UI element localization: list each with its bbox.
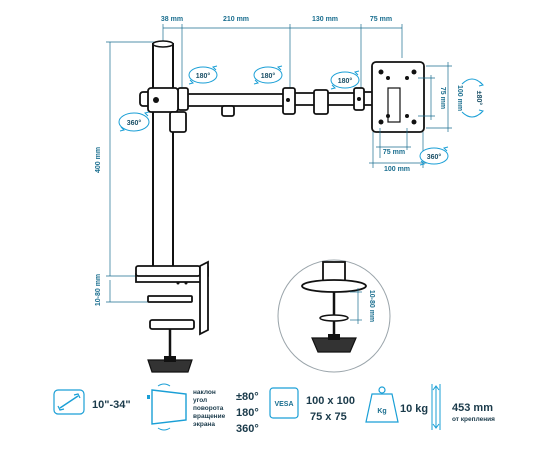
height-icon [431, 384, 441, 430]
desk-clamp [135, 260, 209, 360]
rotation-head-label: 360° [427, 153, 442, 161]
rotation-joint-1-label: 180° [196, 72, 211, 80]
tilt-badge [461, 78, 484, 118]
height-caption: от крепления [452, 416, 495, 423]
clamp-detail-view [277, 259, 391, 373]
vesa-icon [269, 387, 299, 419]
weight-badge-label: Kg [377, 408, 386, 415]
clamp-screw-marks [176, 281, 188, 285]
detail-dimension [350, 288, 362, 324]
rotation-badge-joint-1 [188, 65, 218, 85]
dim-130: 130 mm [312, 16, 338, 23]
dim-400: 400 mm [95, 147, 102, 173]
dim-210: 210 mm [223, 16, 249, 23]
dim-plate-75-w: 75 mm [383, 149, 405, 156]
plate-dimensions [369, 62, 452, 168]
rotation-badge-joint-3 [330, 70, 360, 90]
screen-size-icon [53, 389, 85, 415]
clamp-knob [147, 356, 193, 373]
dim-plate-75-h: 75 mm [439, 87, 446, 109]
dim-clamp-detail: 10-80 mm [368, 290, 375, 322]
height-value: 453 mm [452, 402, 493, 414]
vesa-value-1: 100 x 100 [306, 395, 355, 407]
rotation-badge-pole [118, 111, 150, 132]
rotation-pole-label: 360° [127, 119, 142, 127]
rotation-badge-head [419, 146, 449, 166]
motion-label-1: наклон [193, 389, 216, 396]
vesa-value-2: 75 x 75 [310, 411, 347, 423]
dim-75: 75 mm [370, 16, 392, 23]
vesa-plate [371, 61, 425, 133]
rotation-badge-joint-2 [253, 65, 283, 85]
screen-size-value: 10"-34" [92, 399, 131, 411]
motion-label-3: поворота [193, 405, 224, 412]
motion-value-rotate: 360° [236, 423, 259, 435]
motion-label-4: вращение [193, 413, 226, 420]
motion-value-swivel: 180° [236, 407, 259, 419]
motion-label-2: угол [193, 397, 207, 404]
weight-icon [365, 386, 399, 423]
arm [139, 87, 377, 133]
dim-38: 38 mm [161, 16, 183, 23]
weight-value: 10 kg [400, 403, 428, 415]
dim-clamp-left: 10-80 mm [95, 274, 102, 306]
tilt-label: ±80° [475, 91, 483, 106]
dim-plate-100-w: 100 mm [384, 166, 410, 173]
vesa-badge-label: VESA [274, 401, 293, 408]
rotation-joint-2-label: 180° [261, 72, 276, 80]
motion-label-5: экрана [193, 421, 215, 428]
top-dimensions [162, 24, 403, 88]
pole [152, 40, 174, 275]
rotation-joint-3-label: 180° [338, 77, 353, 85]
pole-height-dimension [106, 41, 172, 303]
motion-value-tilt: ±80° [236, 391, 259, 403]
screen-motion-icon [147, 383, 187, 431]
dim-plate-100-h: 100 mm [456, 85, 463, 111]
